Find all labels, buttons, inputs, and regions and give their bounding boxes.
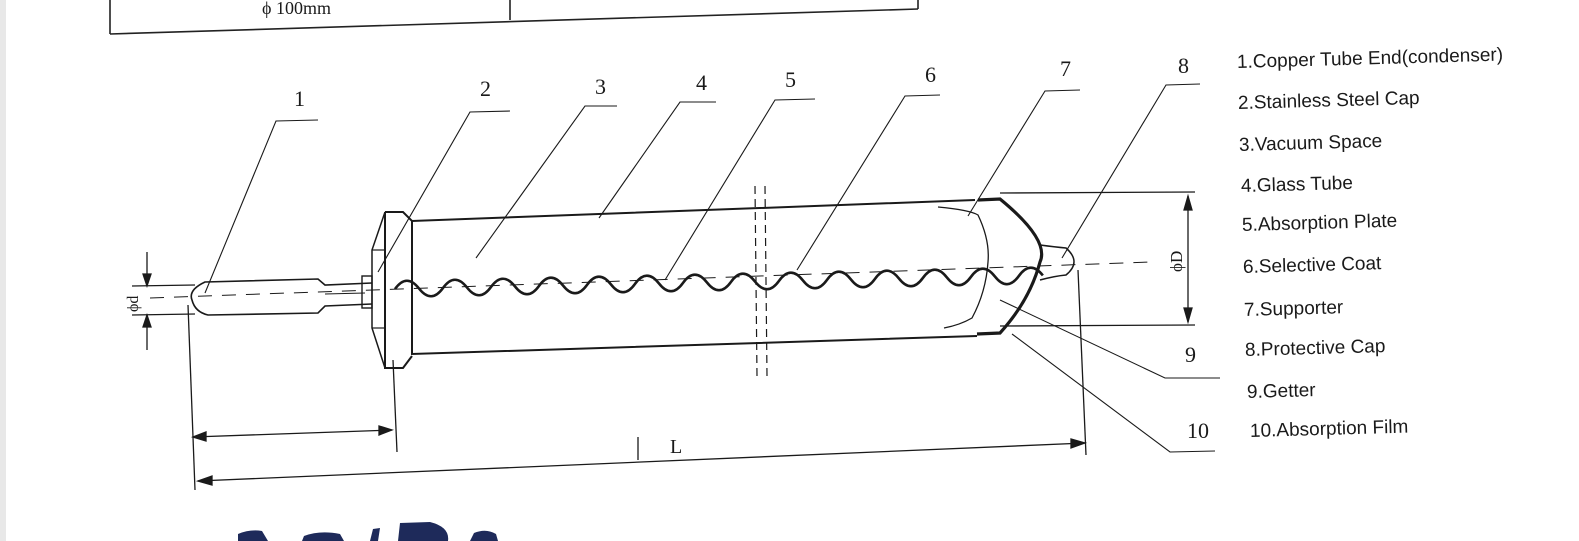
callout-10: 10 <box>1187 418 1209 443</box>
top-table <box>109 0 919 35</box>
glass-tube-outline <box>385 199 976 223</box>
leader-lines <box>204 83 1220 453</box>
dimension-lines <box>131 193 1193 491</box>
callout-6: 6 <box>925 62 936 87</box>
scan-edge-shadow <box>0 0 6 541</box>
callout-8: 8 <box>1178 53 1189 78</box>
callout-2: 2 <box>480 76 491 101</box>
callout-7: 7 <box>1060 56 1071 81</box>
callout-numbers: 1 2 3 4 5 6 7 8 9 10 <box>294 53 1209 443</box>
supporter-bracket <box>937 206 989 329</box>
callout-4: 4 <box>696 70 707 95</box>
end-tip <box>1039 244 1075 281</box>
dim-d-label: ϕd <box>125 296 142 312</box>
callout-1: 1 <box>294 86 305 111</box>
callout-9: 9 <box>1185 342 1196 367</box>
absorption-plate-wave <box>393 266 1044 298</box>
tube-body <box>149 185 1196 377</box>
copper-tube-end <box>190 278 373 316</box>
top-table-cell-text: ϕ 100mm <box>262 0 331 18</box>
bottom-heading-fragment <box>238 522 498 541</box>
dim-D-label: ϕD <box>1167 251 1186 272</box>
callout-3: 3 <box>595 74 606 99</box>
dim-L-label: L <box>670 436 682 458</box>
protective-cap-curve <box>976 197 1044 336</box>
callout-5: 5 <box>785 67 796 92</box>
